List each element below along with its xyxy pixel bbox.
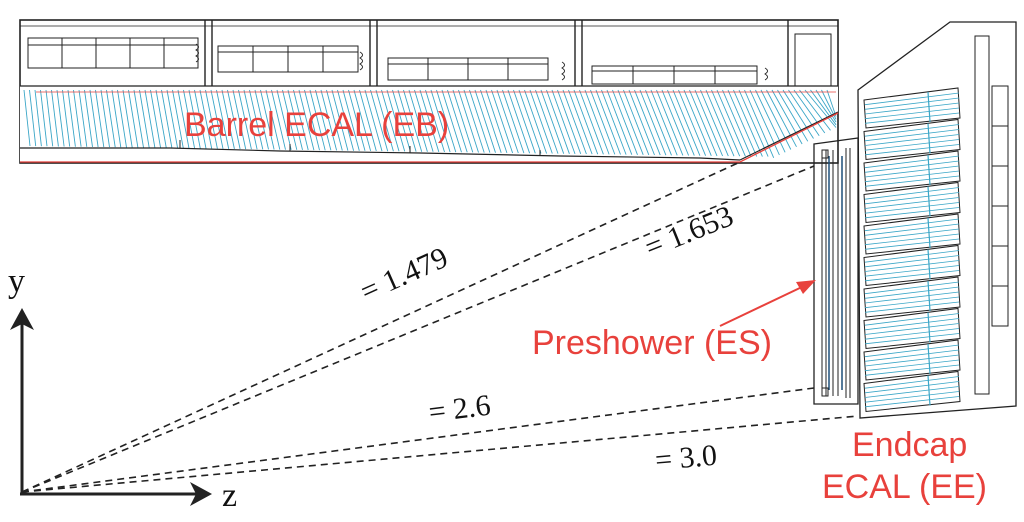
- eta-lines: [21, 161, 859, 493]
- endcap-ecal: [857, 21, 1017, 419]
- endcap-label-line2: ECAL (EE): [822, 468, 987, 506]
- eta-line-2-6: [21, 387, 815, 493]
- eta-label-3-0: = 3.0: [654, 439, 719, 477]
- z-axis-arrowhead: [190, 482, 212, 506]
- eta-label-1-479: = 1.479: [355, 241, 452, 309]
- y-axis-label: y: [8, 263, 25, 300]
- endcap-label-line1: Endcap: [852, 426, 967, 464]
- preshower-arrow: [719, 280, 816, 327]
- eta-line-3-0: [21, 415, 859, 493]
- barrel-ecal: [19, 19, 839, 164]
- preshower: [813, 137, 859, 405]
- z-axis-label: z: [222, 477, 237, 514]
- y-axis-arrowhead: [10, 308, 34, 330]
- axes: y z: [8, 263, 237, 514]
- eta-line-1-653: [21, 165, 815, 493]
- preshower-label: Preshower (ES): [532, 324, 772, 362]
- eta-label-1-653: = 1.653: [640, 199, 738, 264]
- eta-label-2-6: = 2.6: [427, 389, 492, 429]
- barrel-ecal-label: Barrel ECAL (EB): [184, 106, 449, 144]
